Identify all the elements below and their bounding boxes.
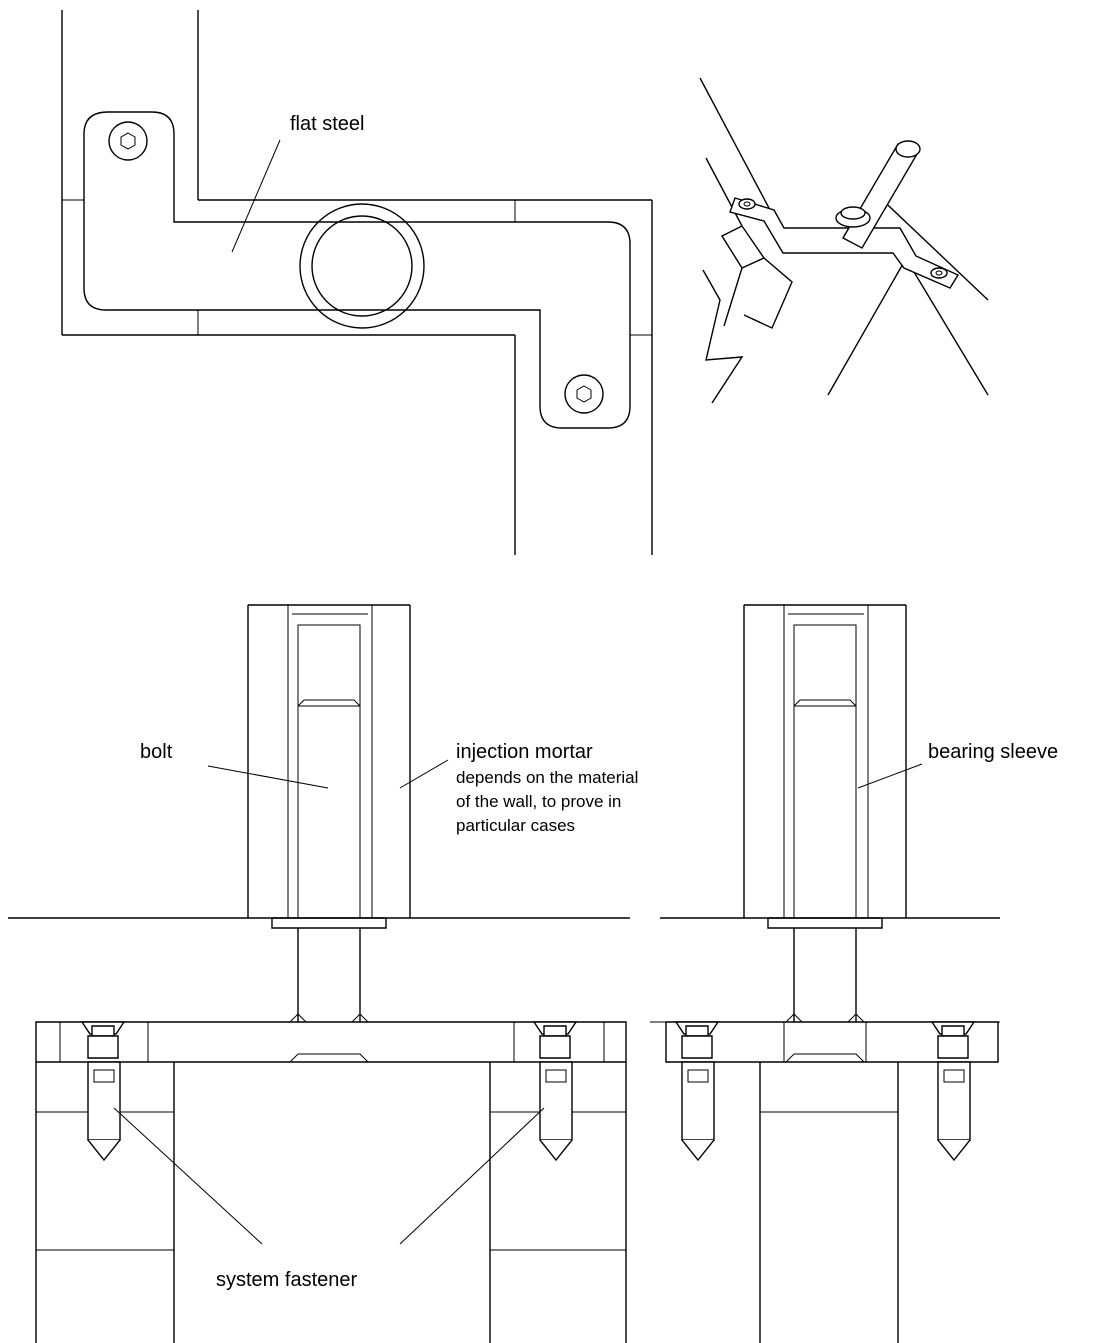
section-view-right [650,605,1000,1343]
system-fastener-right-view-left [676,1022,718,1160]
plan-bolt-outer-ring [300,204,424,328]
label-flat-steel: flat steel [290,113,364,135]
hex-screw-top-left [109,122,147,160]
label-mortar-note-1: depends on the material [456,768,638,787]
hex-screw-bottom-right [565,375,603,413]
label-bolt: bolt [140,741,173,763]
plan-view: flat steel [62,10,652,555]
system-fastener-right [534,1022,576,1160]
label-system-fastener: system fastener [216,1269,358,1291]
label-injection-mortar: injection mortar [456,741,593,763]
system-fastener-left [82,1022,124,1160]
label-mortar-note-2: of the wall, to prove in [456,792,621,811]
flat-steel-plate [84,112,630,428]
section-view-left [8,605,630,1343]
plan-bolt-inner-ring [312,216,412,316]
system-fastener-right-view-right [932,1022,974,1160]
label-bearing-sleeve: bearing sleeve [928,741,1058,763]
isometric-view [700,78,988,403]
label-mortar-note-3: particular cases [456,816,575,835]
